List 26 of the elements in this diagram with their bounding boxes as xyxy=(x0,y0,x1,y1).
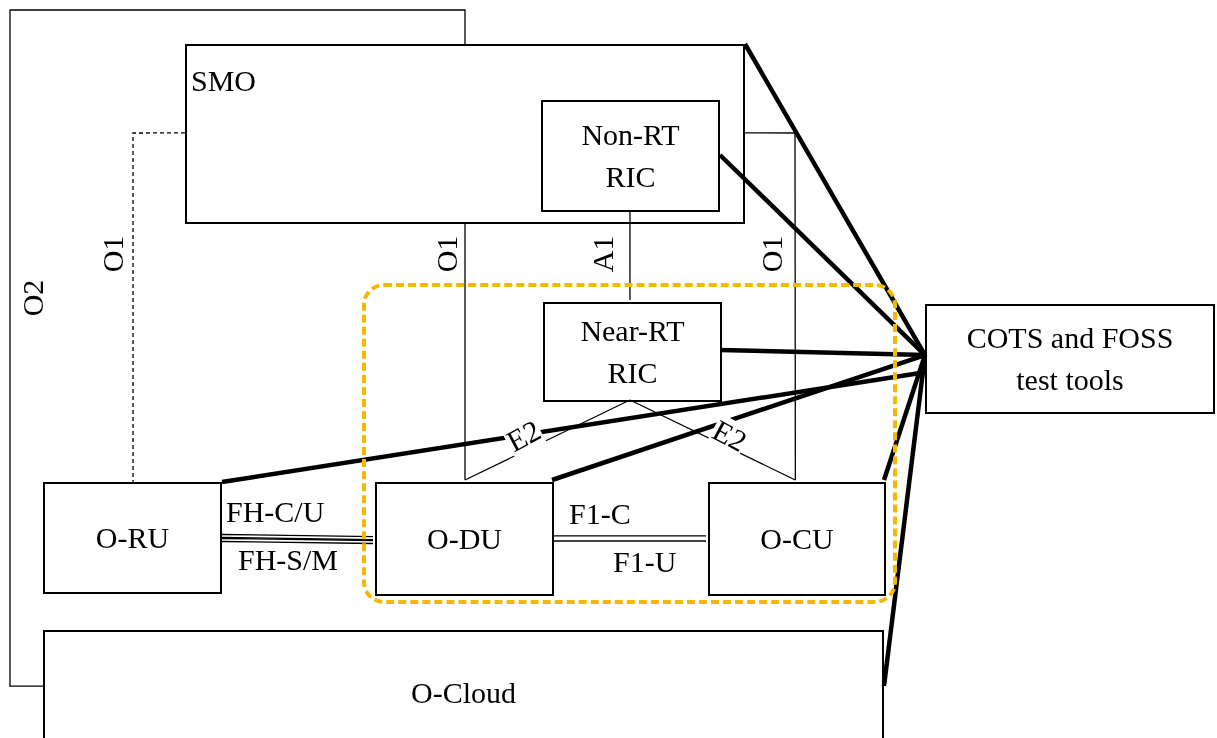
node-label: O-Cloud xyxy=(411,675,516,711)
node-label: O-CU xyxy=(760,521,834,557)
thick-connector-line xyxy=(881,354,928,687)
connector-line xyxy=(551,540,707,542)
connector-line xyxy=(9,9,466,687)
connector-line xyxy=(551,535,707,537)
node-label: Near-RT RIC xyxy=(579,313,686,391)
node-label: COTS and FOSS test tools xyxy=(965,320,1175,398)
connector-line xyxy=(744,132,796,481)
connector-line xyxy=(464,223,466,481)
node-label: O-RU xyxy=(95,520,170,556)
connector-line xyxy=(629,211,631,301)
node-label: SMO xyxy=(191,63,257,99)
node-label: O-DU xyxy=(427,521,502,557)
component-box xyxy=(185,44,745,224)
component-box xyxy=(43,630,884,738)
double-line xyxy=(221,537,374,545)
component-box xyxy=(925,304,1215,414)
component-box xyxy=(43,482,222,594)
component-box xyxy=(375,482,554,596)
connector-line xyxy=(132,132,186,483)
double-line xyxy=(221,533,374,541)
node-label: Non-RT RIC xyxy=(580,117,681,195)
component-box xyxy=(708,482,886,596)
component-box xyxy=(541,100,720,212)
component-box xyxy=(543,302,722,402)
